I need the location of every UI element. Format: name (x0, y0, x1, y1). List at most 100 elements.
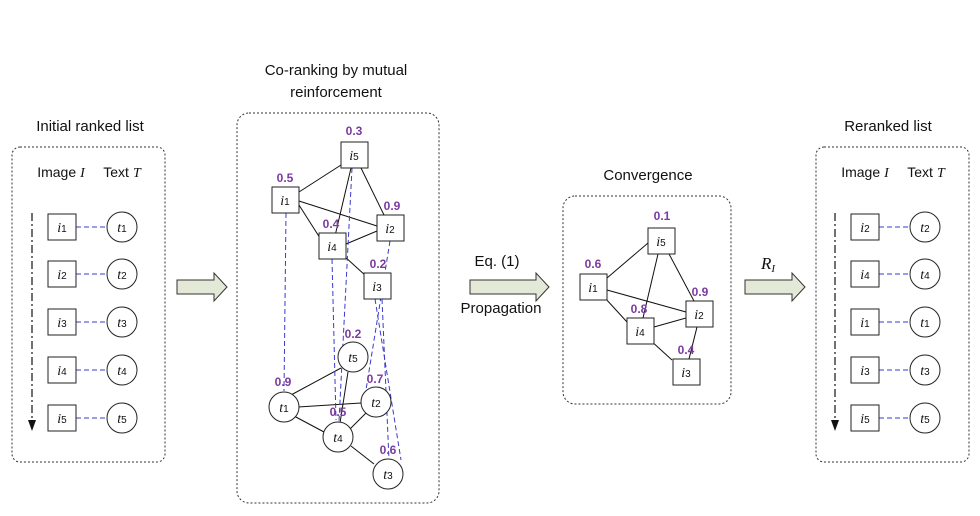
coranking-match-links (283, 167, 402, 461)
text-node-label: t3 (117, 316, 127, 331)
block-arrow-3 (744, 271, 806, 303)
edge-t4-t2 (349, 412, 367, 430)
image-node (850, 213, 880, 241)
text-node (909, 354, 941, 386)
edge-c4-c2 (653, 317, 687, 328)
heading-coranking-line1: Co-ranking by mutual (265, 62, 408, 79)
edge-t5-t4 (339, 371, 349, 424)
reranked-list-panel (815, 146, 970, 463)
edge-i1-i2 (298, 200, 378, 227)
image-node (850, 404, 880, 432)
block-arrow-2 (469, 271, 550, 303)
image-node (685, 300, 714, 328)
block-arrow-1 (176, 271, 228, 303)
image-node (376, 214, 405, 242)
text-node-label: t2 (117, 268, 127, 283)
image-node (850, 260, 880, 288)
match-i3-t3 (374, 298, 402, 461)
initial-row-5: i5 t5 (47, 402, 138, 434)
initial-row-3: i3 t3 (47, 306, 138, 338)
image-node-label: i4 (860, 268, 870, 283)
text-node (372, 458, 404, 490)
text-node (106, 306, 138, 338)
text-node (909, 402, 941, 434)
text-node-label: t3 (383, 468, 393, 483)
text-node-label: t1 (279, 401, 289, 416)
coranking-node-t1: t1 0.9 (268, 375, 300, 423)
image-node-label: i4 (57, 364, 67, 379)
coranking-node-t4: t4 0.5 (322, 405, 354, 453)
edge-c5-c4 (642, 253, 659, 319)
text-node-label: t5 (348, 351, 358, 366)
edge-i5-i2 (360, 167, 386, 218)
image-node-label: i4 (635, 325, 645, 340)
image-node-label: i4 (327, 240, 337, 255)
image-node (626, 317, 655, 345)
score-label: 0.7 (367, 372, 384, 386)
match-i4-t4 (331, 258, 337, 421)
heading-coranking-line2: reinforcement (290, 84, 383, 101)
edge-i5-i4 (334, 167, 352, 237)
image-node-label: i1 (57, 221, 67, 236)
edge-c5-c2 (667, 251, 695, 302)
image-node-label: i3 (372, 280, 382, 295)
image-node-label: i2 (694, 308, 704, 323)
text-node-label: t4 (117, 364, 127, 379)
coranking-node-t3: t3 0.6 (372, 443, 404, 490)
image-node (271, 186, 300, 214)
edge-i4-i2 (345, 230, 378, 245)
heading-reranked: Reranked list (844, 118, 932, 135)
match-i1-t1 (283, 212, 287, 392)
image-node-label: i5 (57, 412, 67, 427)
image-node (340, 141, 369, 169)
image-node-label: i1 (860, 316, 870, 331)
text-node (106, 211, 138, 243)
convergence-node-i4: i4 0.8 (626, 302, 655, 345)
coranking-node-t5: t5 0.2 (337, 327, 369, 373)
match-i3-t3b (381, 298, 390, 461)
text-node (106, 354, 138, 386)
image-node-label: i2 (385, 222, 395, 237)
reranked-row-2: i4 t4 (850, 258, 941, 290)
image-node-label: i3 (860, 364, 870, 379)
initial-list-panel (11, 146, 166, 463)
text-node-label: t2 (920, 221, 930, 236)
text-node-label: t1 (117, 221, 127, 236)
score-label: 0.1 (654, 209, 671, 223)
score-label: 0.4 (323, 217, 340, 231)
coranking-node-i1: i1 0.5 (271, 171, 300, 214)
text-node (337, 341, 369, 373)
initial-rank-arrowhead (28, 420, 36, 431)
score-label: 0.9 (384, 199, 401, 213)
image-node (47, 404, 77, 432)
score-label: 0.3 (346, 124, 363, 138)
image-node (47, 213, 77, 241)
text-node-label: t4 (920, 268, 930, 283)
score-label: 0.2 (370, 257, 387, 271)
image-node (850, 356, 880, 384)
edge-t1-t2 (297, 402, 362, 408)
initial-row-2: i2 t2 (47, 258, 138, 290)
image-node (363, 272, 392, 300)
score-label: 0.6 (380, 443, 397, 457)
text-node (106, 258, 138, 290)
heading-initial: Initial ranked list (36, 118, 144, 135)
score-label: 0.5 (330, 405, 347, 419)
convergence-node-i1: i1 0.6 (579, 257, 608, 301)
text-node-label: t5 (117, 412, 127, 427)
coranking-node-i4: i4 0.4 (318, 217, 347, 260)
reranked-row-4: i3 t3 (850, 354, 941, 386)
initial-row-4: i4 t4 (47, 354, 138, 386)
coranking-panel (236, 112, 440, 504)
score-label: 0.6 (585, 257, 602, 271)
image-node-label: i1 (588, 281, 598, 296)
image-node-label: i5 (349, 149, 359, 164)
match-i5-t4 (338, 167, 353, 422)
image-node-label: i3 (57, 316, 67, 331)
edge-i1-i4 (298, 204, 321, 239)
coranking-text-edges (290, 367, 375, 465)
score-label: 0.5 (277, 171, 294, 185)
